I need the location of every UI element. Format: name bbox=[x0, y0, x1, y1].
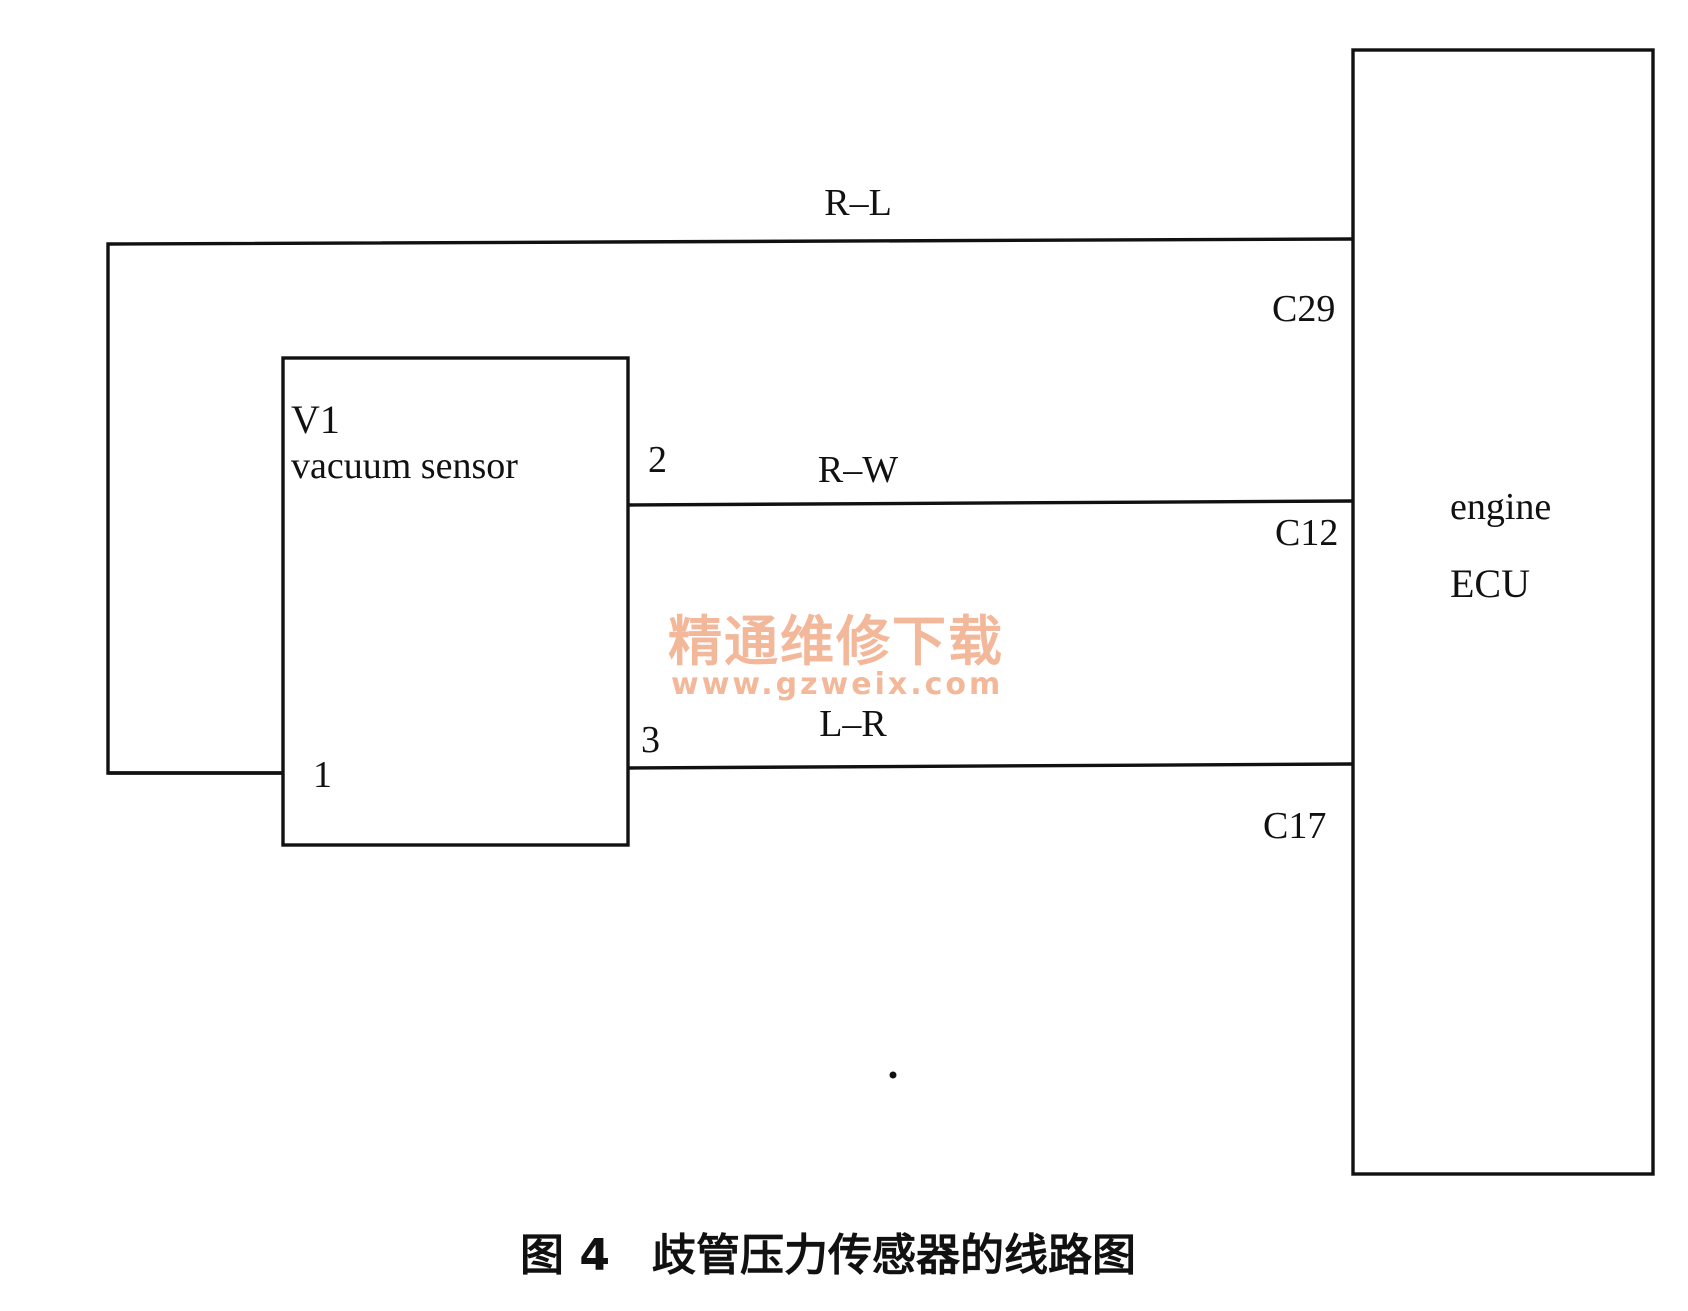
figure-number: 图 4 bbox=[520, 1230, 610, 1281]
sensor-pin-3: 3 bbox=[641, 719, 660, 761]
wire-l-r bbox=[627, 762, 1354, 770]
figure-title: 歧管压力传感器的线路图 bbox=[652, 1230, 1136, 1281]
ecu-pin-c29: C29 bbox=[1272, 288, 1335, 330]
watermark-url: www.gzweix.com bbox=[671, 667, 1003, 702]
sensor-pin-1: 1 bbox=[313, 754, 332, 796]
sensor-name-label: vacuum sensor bbox=[291, 445, 518, 487]
wire-label-middle: R–W bbox=[818, 449, 898, 491]
ecu-label-line1: engine bbox=[1450, 486, 1551, 528]
wire-label-bottom: L–R bbox=[819, 703, 887, 745]
wire-r-w bbox=[627, 499, 1354, 507]
scan-speck bbox=[889, 1071, 897, 1079]
watermark-text: 精通维修下载 bbox=[668, 610, 1004, 673]
sensor-box bbox=[281, 356, 630, 847]
wire-label-top: R–L bbox=[824, 182, 892, 224]
ecu-pin-c17: C17 bbox=[1263, 805, 1326, 847]
sensor-id-label: V1 bbox=[291, 397, 340, 442]
wire-r-l-path bbox=[106, 237, 1354, 775]
ecu-box bbox=[1351, 48, 1655, 1176]
sensor-pin-2: 2 bbox=[648, 439, 667, 481]
ecu-label-line2: ECU bbox=[1450, 561, 1530, 606]
ecu-pin-c12: C12 bbox=[1275, 512, 1338, 554]
